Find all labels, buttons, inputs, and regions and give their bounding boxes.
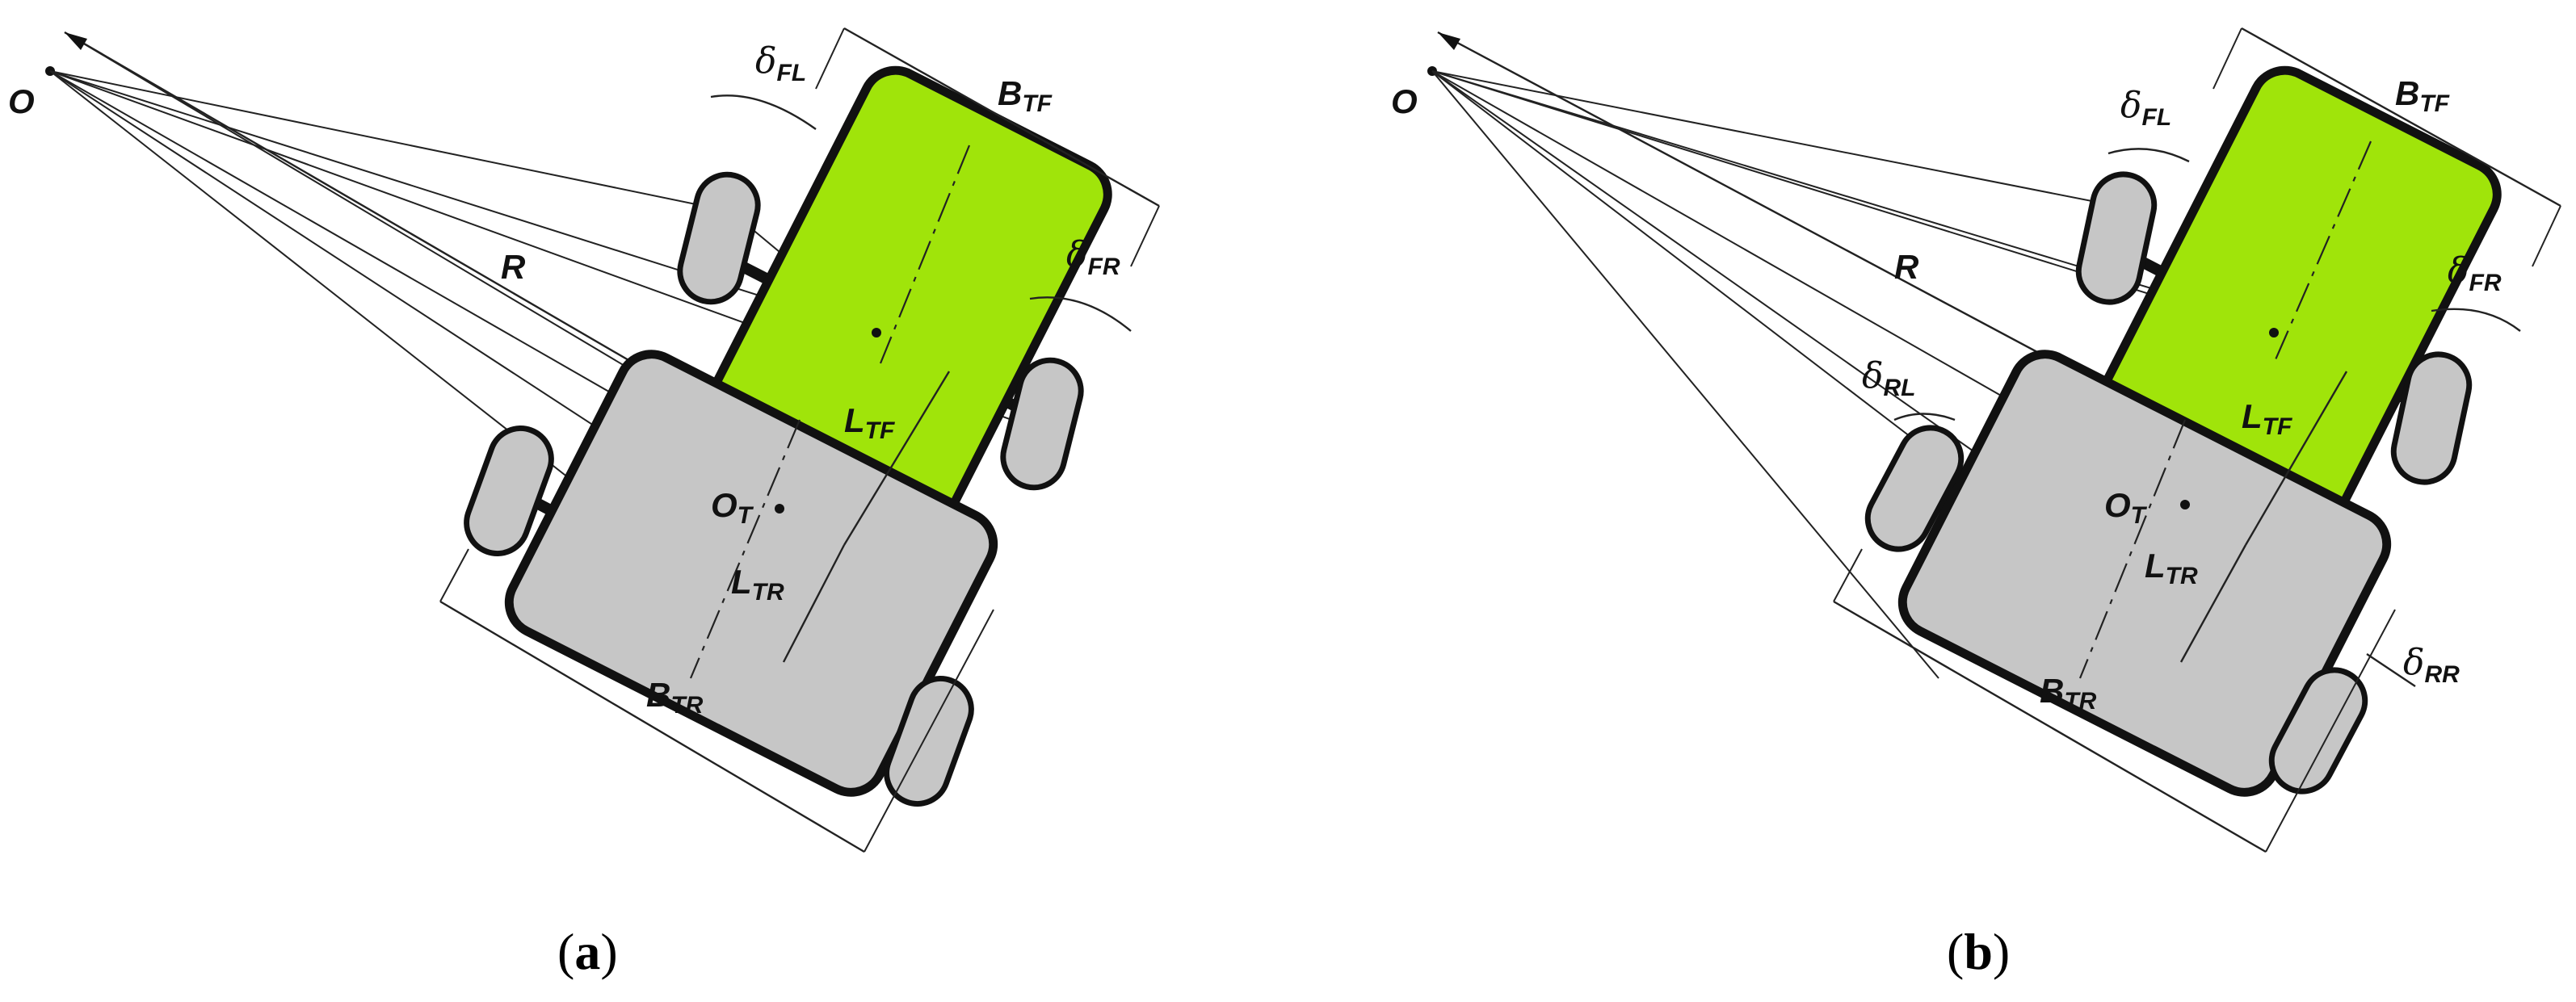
label-r-b: R: [1894, 248, 1919, 286]
btf-guide-2-a: [1130, 205, 1160, 267]
tractor-center-point-b: [2180, 500, 2190, 509]
centerline-rear-b: [2078, 419, 2187, 679]
wheel-rear-left-b: [1864, 425, 1965, 552]
label-delta-rr-b: δRR: [2403, 642, 2460, 688]
tractor-center-point-a: [775, 504, 784, 514]
label-o-a: O: [8, 82, 35, 120]
label-btf-b: BTF: [2395, 74, 2450, 117]
label-ot-b: OT: [2104, 486, 2148, 529]
btf-guide-2-b: [2532, 205, 2561, 267]
wheel-rear-left-a: [464, 426, 554, 556]
delta-fl-arc-a: [710, 94, 817, 130]
wheel-front-right-b: [2390, 351, 2473, 485]
btf-guide-1-b: [2213, 27, 2242, 90]
ltr-dimension-line-b: [2179, 544, 2247, 663]
wheel-rear-right-b: [2268, 667, 2368, 794]
label-delta-fl-b: δFL: [2120, 85, 2171, 131]
caption-b: (b): [1947, 923, 2010, 980]
label-delta-fl-a: δFL: [755, 40, 806, 86]
btr-dimension-line-b: [1833, 600, 2267, 853]
arrowhead-b-1: [1438, 32, 1460, 50]
articulation-point-a: [872, 328, 881, 337]
wheel-front-left-b: [2075, 171, 2158, 305]
articulation-point-b: [2269, 328, 2279, 337]
arrowhead-a-1: [65, 32, 87, 50]
label-btf-a: BTF: [998, 74, 1053, 117]
btr-guide-1-a: [439, 548, 469, 602]
label-delta-fr-a: δFR: [1066, 234, 1120, 280]
delta-fr-arc-a: [1029, 296, 1132, 332]
btf-dimension-line-b: [2241, 27, 2561, 208]
label-o-b: O: [1391, 82, 1418, 120]
label-ot-a: OT: [711, 486, 754, 529]
centerline-rear-a: [689, 419, 801, 679]
ltf-dimension-line-a: [843, 371, 951, 546]
delta-rl-arc-b: [1893, 413, 1956, 421]
btf-dimension-line-a: [843, 27, 1160, 208]
label-delta-fr-b: δFR: [2448, 250, 2502, 296]
label-btr-b: BTR: [2040, 672, 2097, 715]
wheel-front-right-a: [1000, 357, 1084, 491]
btr-guide-1-b: [1833, 548, 1863, 602]
ltr-dimension-line-a: [782, 544, 846, 663]
btr-guide-2-a: [864, 609, 994, 853]
wheel-front-left-a: [677, 171, 761, 305]
btr-guide-2-b: [2265, 609, 2396, 853]
label-r-a: R: [501, 248, 526, 286]
delta-fl-arc-b: [2107, 148, 2190, 163]
label-ltr-b: LTR: [2145, 547, 2198, 589]
panel-b: O R δFL δFR δRL δRR BTF BTR LTF LTR OT (…: [1391, 27, 2561, 980]
rear-body-a: [504, 350, 998, 797]
centerline-front-b: [2272, 140, 2372, 364]
label-btr-a: BTR: [646, 676, 704, 719]
rear-body-b: [1897, 350, 2392, 797]
ltf-dimension-line-b: [2244, 371, 2348, 546]
panel-a: O R δFL δFR BTF BTR LTF LTR OT (a): [8, 27, 1160, 980]
wheel-rear-right-a: [884, 676, 974, 807]
delta-fr-arc-b: [2431, 308, 2521, 332]
btr-dimension-line-a: [439, 600, 865, 853]
centerline-front-a: [879, 145, 971, 364]
delta-rr-arc-b: [2366, 653, 2416, 687]
label-ltf-a: LTF: [844, 401, 895, 444]
label-ltf-b: LTF: [2242, 397, 2292, 440]
caption-a: (a): [557, 923, 618, 980]
btf-guide-1-a: [815, 27, 845, 90]
label-delta-rl-b: δRL: [1862, 355, 1916, 401]
label-ltr-a: LTR: [731, 563, 784, 606]
